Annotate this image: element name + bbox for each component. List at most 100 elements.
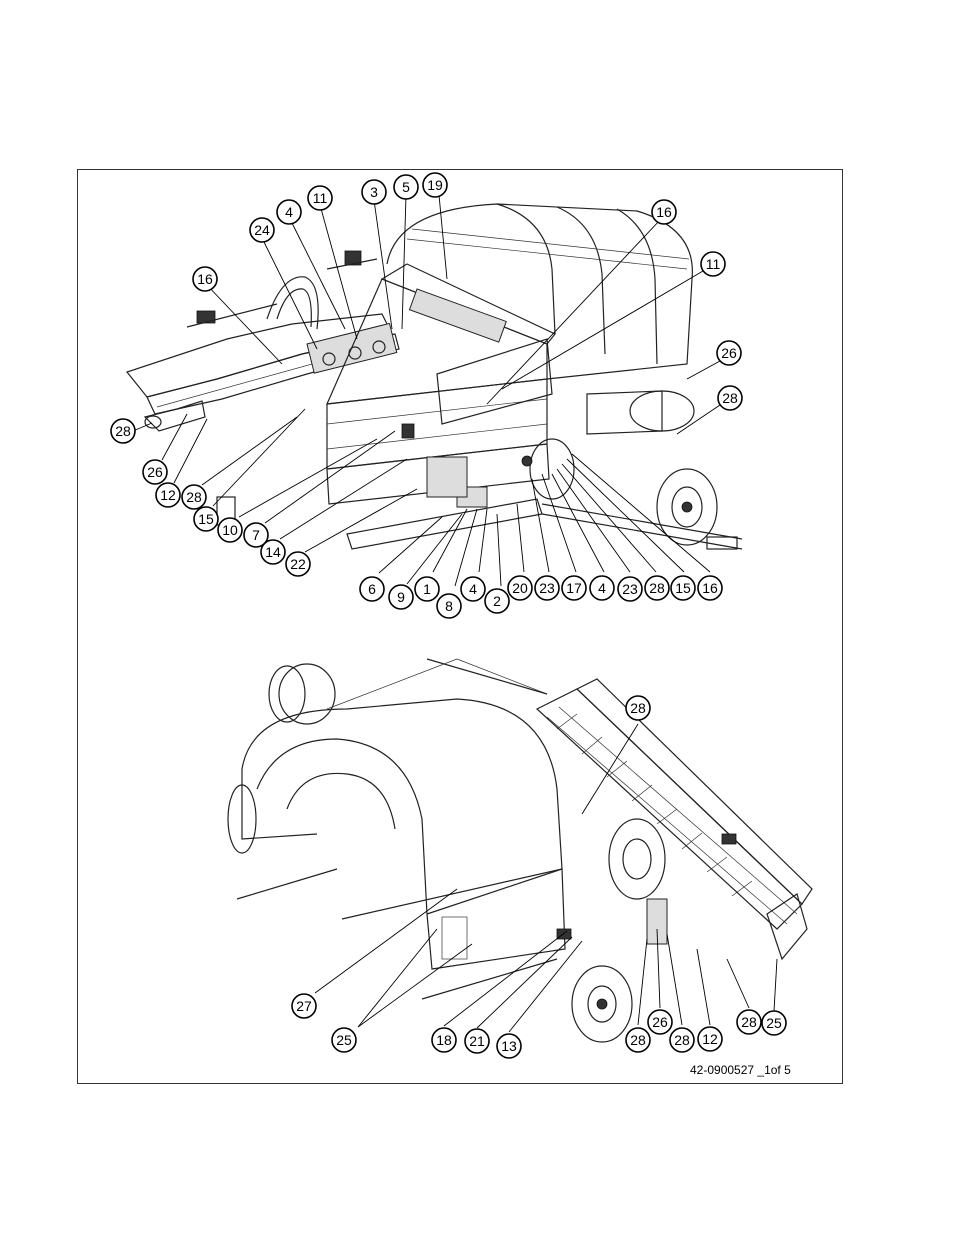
callouts-lower: 28 27 25 18 21 13 28 28 26 12 28 25	[291, 695, 787, 1059]
svg-text:25: 25	[336, 1032, 352, 1048]
callout: 25	[761, 1010, 787, 1036]
callout: 5	[393, 174, 419, 200]
callout: 28	[644, 575, 670, 601]
callout: 28	[110, 418, 136, 444]
svg-text:16: 16	[702, 580, 718, 596]
svg-text:17: 17	[566, 580, 582, 596]
callout: 28	[717, 385, 743, 411]
callout: 22	[285, 551, 311, 577]
svg-text:21: 21	[469, 1033, 485, 1049]
callout: 28	[625, 695, 651, 721]
svg-text:13: 13	[501, 1038, 517, 1054]
callout: 12	[697, 1026, 723, 1052]
callout: 10	[217, 517, 243, 543]
parts-diagram: 16 4 24 11 3 5 19 16 11 26 28 28 26 12 2…	[110, 172, 813, 1059]
svg-text:12: 12	[160, 487, 176, 503]
svg-text:1: 1	[423, 581, 431, 597]
callout: 27	[291, 993, 317, 1019]
callout: 4	[276, 199, 302, 225]
leader-lines	[132, 194, 778, 1033]
callouts-upper: 16 4 24 11 3 5 19 16 11 26 28 28 26 12 2…	[110, 172, 743, 619]
svg-text:28: 28	[186, 489, 202, 505]
callout: 16	[697, 575, 723, 601]
svg-text:11: 11	[706, 256, 721, 272]
callout: 8	[436, 593, 462, 619]
callout: 3	[361, 179, 387, 205]
svg-text:23: 23	[622, 581, 638, 597]
svg-text:8: 8	[445, 598, 453, 614]
callout: 20	[507, 575, 533, 601]
callout: 26	[647, 1009, 673, 1035]
svg-text:19: 19	[427, 177, 443, 193]
svg-text:22: 22	[290, 556, 306, 572]
callout: 16	[192, 266, 218, 292]
callout: 28	[181, 484, 207, 510]
svg-text:28: 28	[630, 700, 646, 716]
svg-text:28: 28	[649, 580, 665, 596]
callout: 2	[484, 588, 510, 614]
svg-text:15: 15	[675, 580, 691, 596]
callout: 25	[331, 1027, 357, 1053]
svg-text:26: 26	[721, 345, 737, 361]
svg-text:20: 20	[512, 580, 528, 596]
callout: 9	[388, 584, 414, 610]
callout: 28	[736, 1009, 762, 1035]
svg-text:27: 27	[296, 998, 312, 1014]
callout: 28	[625, 1027, 651, 1053]
svg-text:15: 15	[198, 511, 214, 527]
svg-text:4: 4	[469, 581, 477, 597]
callout: 23	[534, 575, 560, 601]
svg-text:28: 28	[722, 390, 738, 406]
callout: 12	[155, 482, 181, 508]
callout: 7	[243, 522, 269, 548]
svg-text:12: 12	[702, 1031, 718, 1047]
svg-text:7: 7	[252, 527, 260, 543]
callout: 26	[716, 340, 742, 366]
svg-text:23: 23	[539, 580, 555, 596]
svg-text:26: 26	[147, 464, 163, 480]
callout: 4	[589, 575, 615, 601]
svg-text:3: 3	[370, 184, 378, 200]
callout: 14	[260, 539, 286, 565]
callout: 19	[422, 172, 448, 198]
callout: 15	[670, 575, 696, 601]
callout: 11	[307, 185, 333, 211]
callout: 21	[464, 1028, 490, 1054]
svg-text:25: 25	[766, 1015, 782, 1031]
svg-text:2: 2	[493, 593, 501, 609]
svg-text:26: 26	[652, 1014, 668, 1030]
svg-text:18: 18	[436, 1032, 452, 1048]
callout: 4	[460, 576, 486, 602]
svg-text:28: 28	[674, 1032, 690, 1048]
svg-text:28: 28	[741, 1014, 757, 1030]
callout: 26	[142, 459, 168, 485]
svg-text:28: 28	[630, 1032, 646, 1048]
svg-text:11: 11	[313, 190, 328, 206]
svg-text:16: 16	[656, 204, 672, 220]
drawing-frame	[77, 169, 843, 1084]
callout: 16	[651, 199, 677, 225]
callout: 28	[669, 1027, 695, 1053]
svg-text:10: 10	[222, 522, 238, 538]
lower-machine-drawing	[227, 658, 813, 1043]
callout: 15	[193, 506, 219, 532]
callout: 24	[249, 217, 275, 243]
svg-text:9: 9	[397, 589, 405, 605]
callout: 6	[359, 576, 385, 602]
callout: 17	[561, 575, 587, 601]
drawing-number: 42-0900527 _1of 5	[690, 1063, 791, 1077]
svg-text:5: 5	[402, 179, 410, 195]
callout: 11	[700, 251, 726, 277]
upper-machine-drawing	[125, 203, 743, 550]
svg-text:14: 14	[265, 544, 281, 560]
svg-text:4: 4	[285, 204, 293, 220]
svg-text:16: 16	[197, 271, 213, 287]
svg-text:6: 6	[368, 581, 376, 597]
callout: 1	[414, 576, 440, 602]
svg-text:4: 4	[598, 580, 606, 596]
callout: 23	[617, 576, 643, 602]
svg-text:24: 24	[254, 222, 270, 238]
callout: 18	[431, 1027, 457, 1053]
callout: 13	[496, 1033, 522, 1059]
svg-text:28: 28	[115, 423, 131, 439]
